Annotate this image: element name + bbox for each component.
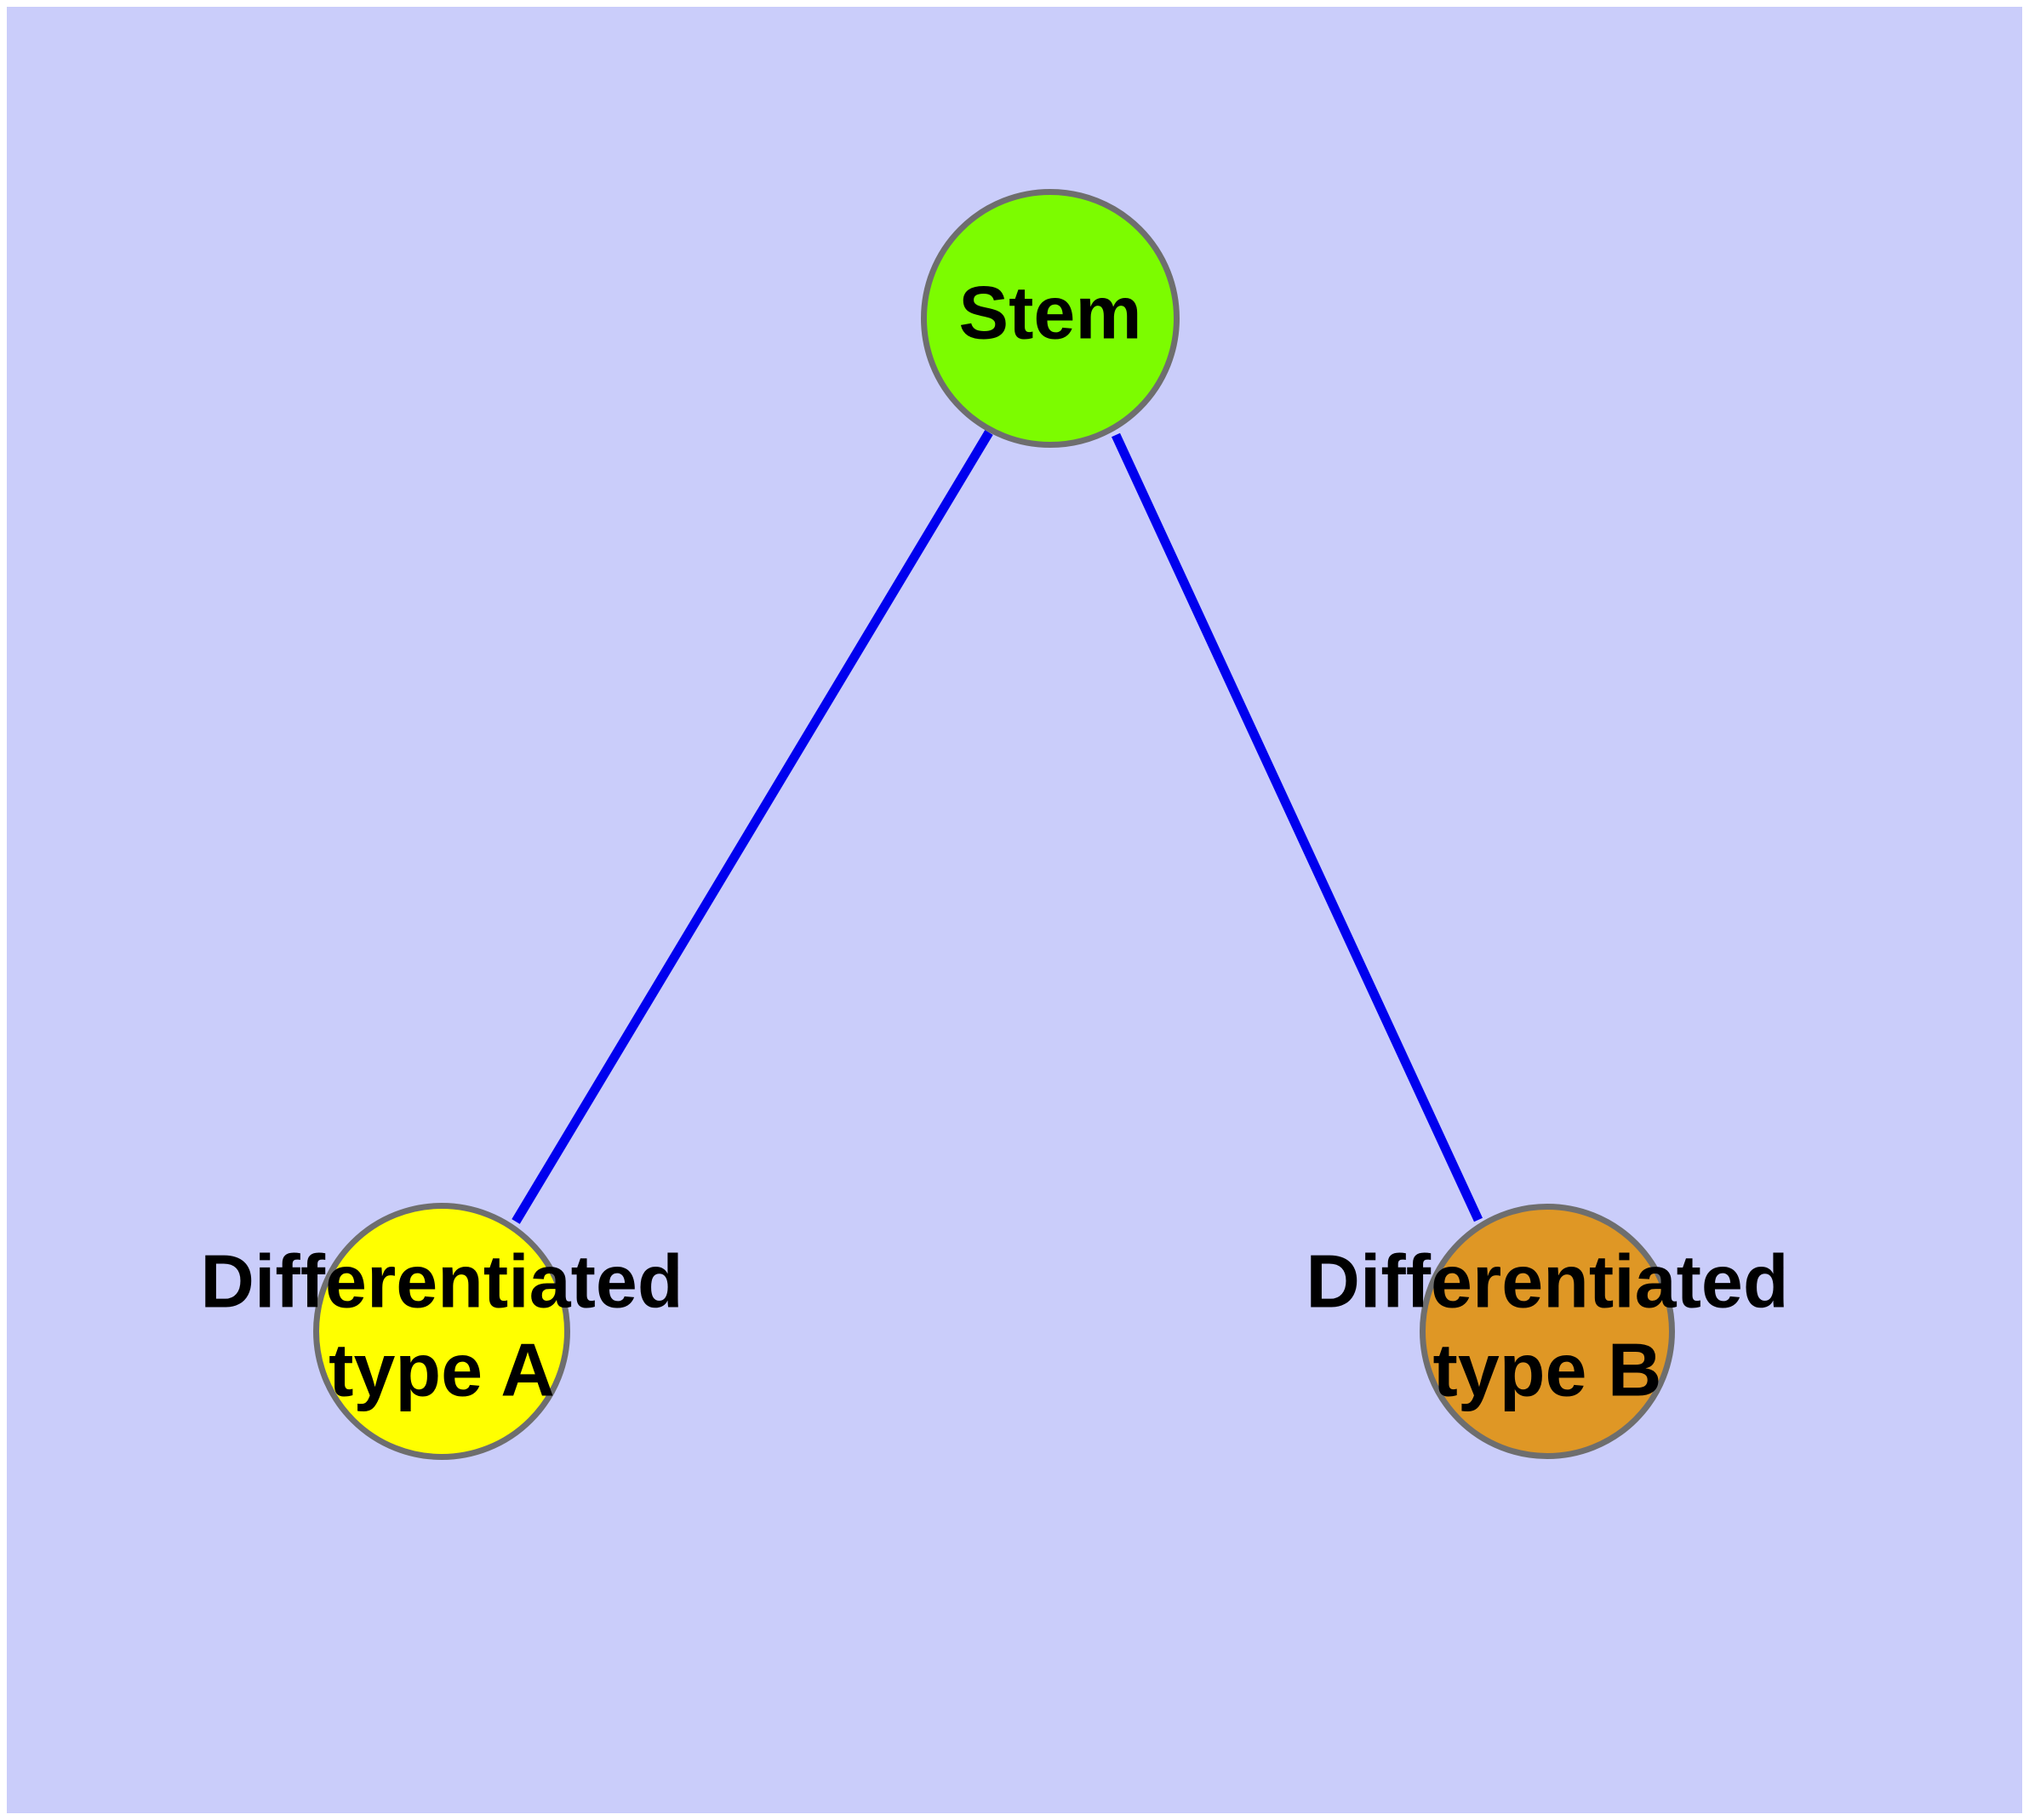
node-differentiated-type-b-label-line-2: type B (1433, 1327, 1662, 1411)
node-label-layer: Stem Differentiated type A Differentiate… (200, 270, 1788, 1411)
node-differentiated-type-b-label-line-1: Differentiated (1306, 1239, 1788, 1323)
node-differentiated-type-b-circle[interactable] (1420, 1204, 1675, 1459)
node-circle-layer (313, 189, 1675, 1460)
edge-stem-to-diff-b[interactable] (1112, 432, 1483, 1222)
node-stem-label: Stem (958, 270, 1141, 354)
edge-stem-to-diff-a[interactable] (512, 430, 993, 1224)
node-differentiated-type-a-circle[interactable] (313, 1203, 570, 1460)
node-differentiated-type-a-label-line-2: type A (329, 1327, 555, 1411)
node-stem-circle[interactable] (921, 189, 1180, 448)
node-differentiated-type-a-label-line-1: Differentiated (200, 1239, 683, 1323)
edge-layer (512, 430, 1483, 1224)
